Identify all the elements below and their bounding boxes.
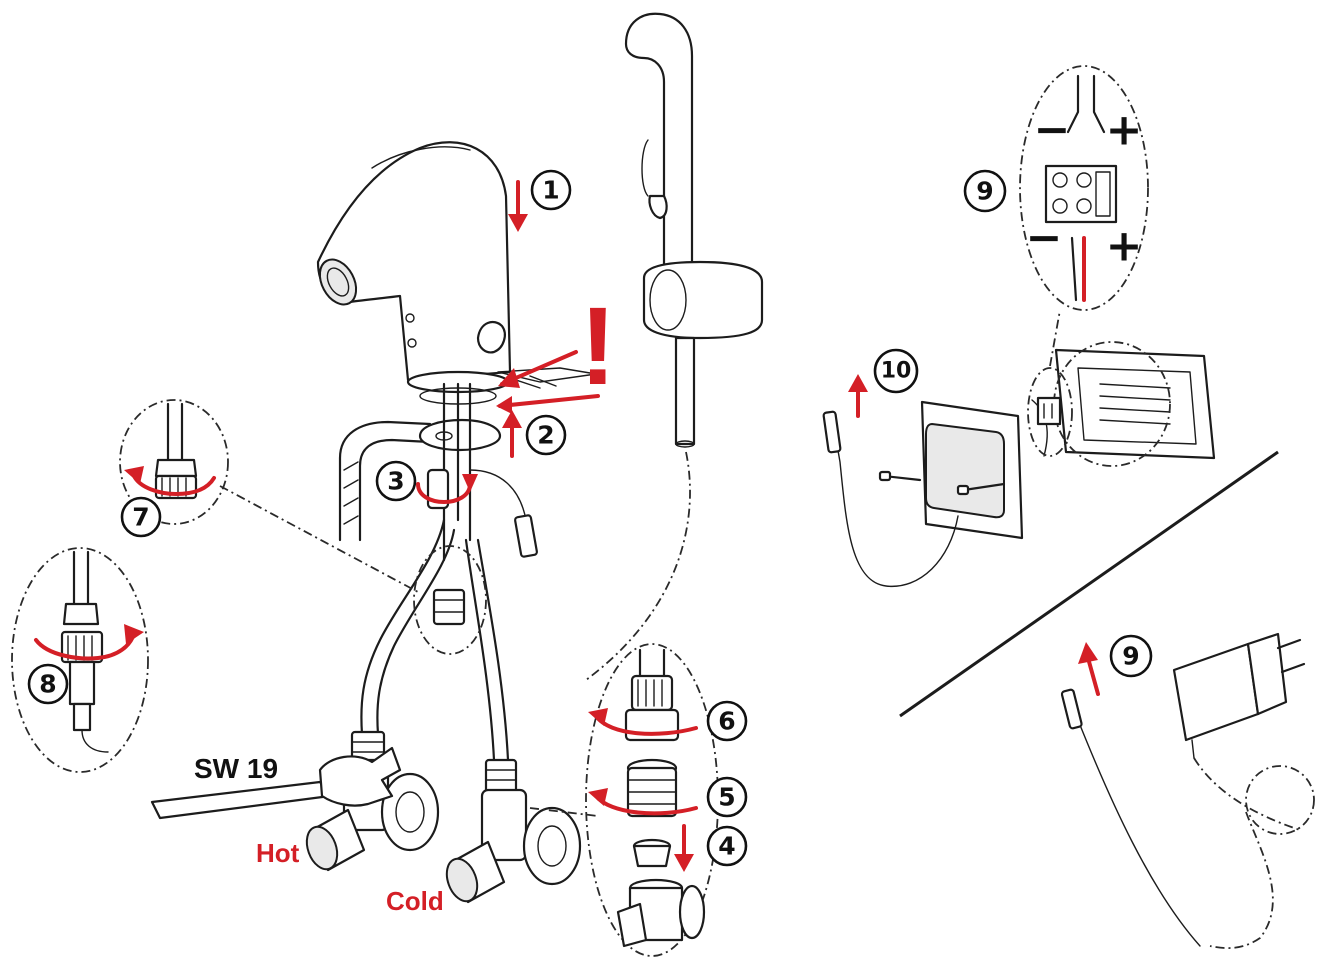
angle-valve-cold (445, 788, 582, 904)
sensor-panel (822, 400, 1024, 588)
detail-filter (529, 643, 719, 957)
plus-top: + (1106, 105, 1143, 156)
plus-bottom: + (1106, 221, 1143, 272)
svg-text:10: 10 (881, 359, 912, 384)
svg-text:1: 1 (542, 176, 559, 205)
step-6-marker: 6 (706, 700, 748, 742)
step-10-marker: 10 (873, 348, 919, 394)
red-arrows-right (848, 374, 1100, 696)
red-arrows (416, 180, 694, 872)
step-7-marker: 7 (120, 496, 162, 538)
step-4-marker: 4 (706, 825, 748, 867)
cold-label: Cold (386, 886, 444, 916)
svg-text:9: 9 (976, 177, 993, 206)
svg-text:8: 8 (39, 670, 56, 699)
step-3-marker: 3 (375, 460, 417, 502)
svg-text:2: 2 (537, 421, 554, 450)
svg-text:7: 7 (132, 503, 149, 532)
svg-text:5: 5 (718, 783, 735, 812)
step-1-marker: 1 (530, 169, 572, 211)
wrench-size-label: SW 19 (194, 753, 278, 784)
wrench (150, 746, 402, 820)
svg-text:9: 9 (1122, 642, 1139, 671)
svg-text:4: 4 (718, 832, 735, 861)
hand-shower (585, 12, 764, 681)
minus-bottom: − (1026, 213, 1063, 264)
divider-line (899, 450, 1279, 718)
step-8-marker: 8 (27, 663, 69, 705)
wall-box (1027, 309, 1216, 467)
angle-valve-hot (305, 758, 440, 872)
step-callouts: 1 2 3 4 5 6 7 8 9 9 10 (27, 169, 1153, 867)
power-adapter (1060, 632, 1315, 949)
svg-text:6: 6 (718, 707, 735, 736)
step-5-marker: 5 (706, 776, 748, 818)
detail-9-terminal: − + − + (1019, 65, 1149, 311)
hot-label: Hot (256, 838, 300, 868)
detail-7 (119, 399, 229, 525)
detail-8 (11, 547, 149, 773)
step-9-marker-adapter: 9 (1109, 634, 1153, 678)
sink-edge (338, 367, 597, 542)
faucet (316, 141, 512, 394)
warning-mark: ! (580, 285, 617, 408)
svg-text:3: 3 (387, 467, 404, 496)
step-2-marker: 2 (525, 414, 567, 456)
step-9-marker-terminal: 9 (963, 169, 1007, 213)
minus-top: − (1034, 105, 1071, 156)
supply-hoses (350, 518, 518, 794)
mounting-kit (418, 382, 538, 562)
